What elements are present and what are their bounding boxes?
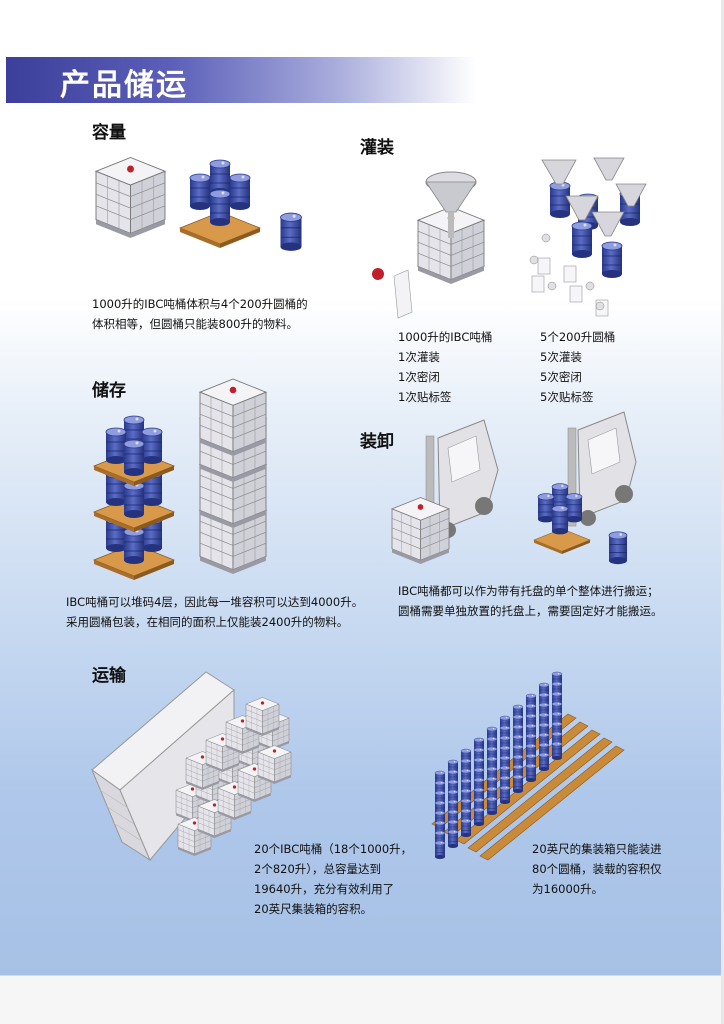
capacity-drum-pallet-illustration xyxy=(179,159,261,249)
storage-caption: IBC吨桶可以堆码4层，因此每一堆容积可以达到4000升。 采用圆桶包装，在相同… xyxy=(66,595,364,629)
handling-caption: IBC吨桶都可以作为带有托盘的单个整体进行搬运； 圆桶需要单独放置的托盘上，需要… xyxy=(398,584,663,618)
page-title: 产品储运 xyxy=(60,68,188,103)
capacity-caption: 1000升的IBC吨桶体积与4个200升圆桶的 体积相等，但圆桶只能装800升的… xyxy=(92,297,308,331)
page-edge xyxy=(721,0,724,1024)
drum xyxy=(460,818,472,838)
drum xyxy=(486,796,498,816)
filling-ibc-list: 1000升的IBC吨桶 1次灌装 1次密闭 1次贴标签 xyxy=(398,330,493,404)
storage-ibc-stack-illustration xyxy=(199,378,267,575)
capacity-ibc-illustration xyxy=(95,156,166,239)
filling-ibc-illustration xyxy=(372,171,485,319)
title-banner xyxy=(6,57,476,103)
drum xyxy=(525,763,537,783)
drum xyxy=(434,840,446,860)
heading-capacity: 容量 xyxy=(92,123,126,143)
heading-storage: 储存 xyxy=(92,381,126,401)
transport-drum-field-illustration xyxy=(431,671,625,861)
transport-ibc-caption: 20个IBC吨桶（18个1000升， 2个820升），总容量达到 19640升，… xyxy=(254,842,413,916)
transport-drum-caption: 20英尺的集装箱只能装进 80个圆桶，装载的容积仅 为16000升。 xyxy=(532,842,662,896)
heading-handling: 装卸 xyxy=(360,432,394,452)
filling-drum-list: 5个200升圆桶 5次灌装 5次密闭 5次贴标签 xyxy=(540,330,616,404)
drum xyxy=(473,807,485,827)
handling-forklift-ibc-illustration xyxy=(391,419,499,565)
drum xyxy=(499,785,511,805)
heading-transport: 运输 xyxy=(92,666,126,686)
heading-filling: 灌装 xyxy=(360,138,394,158)
capacity-single-drum-illustration xyxy=(279,212,303,252)
pallet-strip xyxy=(467,737,613,853)
drum xyxy=(538,752,550,772)
drum xyxy=(447,829,459,849)
transport-container-illustration xyxy=(90,671,292,862)
filling-drums-illustration xyxy=(529,157,647,317)
storage-drum-stack-illustration xyxy=(93,415,175,581)
drum xyxy=(551,741,563,761)
pallet-strip xyxy=(479,745,625,861)
handling-forklift-drums-illustration xyxy=(533,411,637,565)
drum xyxy=(512,774,524,794)
